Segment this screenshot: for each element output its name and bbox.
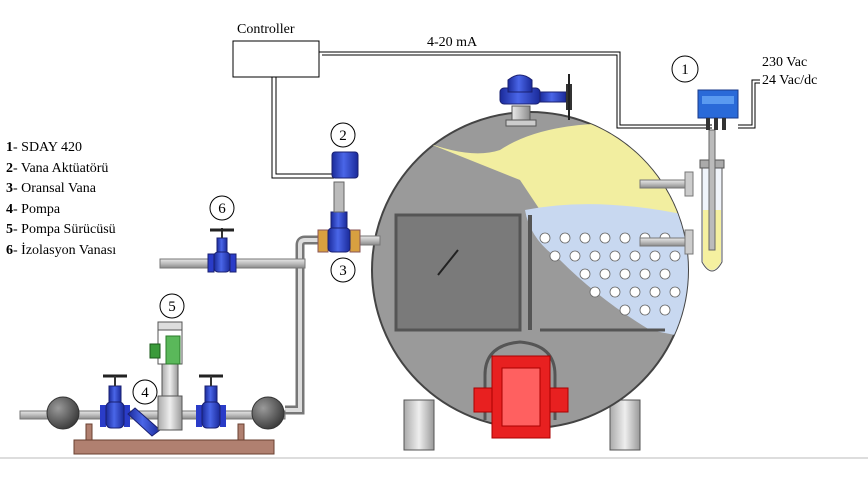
marker-1: 1 xyxy=(671,55,699,83)
burner-side-left xyxy=(473,387,493,413)
svg-text:4: 4 xyxy=(141,385,149,401)
svg-text:3: 3 xyxy=(339,263,347,279)
gauge-lower-flange xyxy=(684,229,694,255)
level-probe xyxy=(708,129,716,251)
actuator-signal-line-inner xyxy=(275,77,334,175)
signal-line-4-20ma-inner xyxy=(322,54,712,129)
gauge-upper-flange xyxy=(684,171,694,197)
steam-valve xyxy=(499,74,572,120)
boiler-inner-left xyxy=(394,213,522,332)
power-line-inner xyxy=(738,82,760,129)
water-bubbles xyxy=(539,232,681,316)
discharge-tank xyxy=(251,396,285,430)
legend-item: 1- SDAY 420 xyxy=(6,140,82,155)
legend-item: 5- Pompa Sürücüsü xyxy=(6,222,116,237)
legend-item: 2- Vana Aktüatörü xyxy=(6,160,109,176)
burner-face xyxy=(501,367,541,427)
svg-text:5: 5 xyxy=(168,299,176,315)
controller-box xyxy=(232,40,320,78)
pump-suction-valve xyxy=(100,374,130,429)
marker-4: 4 xyxy=(132,379,158,405)
pump-discharge-valve xyxy=(196,374,226,429)
suction-pipe xyxy=(19,410,286,420)
marker-2: 2 xyxy=(330,122,356,148)
suction-tank xyxy=(46,396,80,430)
svg-text:1: 1 xyxy=(681,62,689,78)
svg-text:2: 2 xyxy=(339,128,347,144)
pump-drive xyxy=(149,321,183,365)
legend-item: 4- Pompa xyxy=(6,201,61,217)
valve-actuator xyxy=(331,151,359,179)
power-label-24vdc: 24 Vac/dc xyxy=(762,73,818,88)
isolation-valve-6 xyxy=(207,228,237,273)
sday420-transmitter xyxy=(697,89,739,130)
boiler-leg-left xyxy=(403,399,435,451)
legend-item: 6- İzolasyon Vanası xyxy=(6,242,117,258)
boiler-leg-right xyxy=(609,399,641,451)
pump xyxy=(157,361,183,431)
controller-label: Controller xyxy=(237,22,295,37)
actuator-signal-line xyxy=(271,77,334,179)
power-line xyxy=(738,79,760,126)
boiler-gauge-mark xyxy=(437,249,459,276)
svg-text:6: 6 xyxy=(218,201,226,217)
legend: 1- SDAY 420 2- Vana Aktüatörü 3- Oransal… xyxy=(6,138,116,261)
legend-item: 3- Oransal Vana xyxy=(6,181,96,196)
signal-line-4-20ma xyxy=(319,51,712,126)
marker-3: 3 xyxy=(330,257,356,283)
gauge-lower-pipe xyxy=(639,237,689,247)
marker-5: 5 xyxy=(159,293,185,319)
pump-base xyxy=(73,439,275,455)
gauge-upper-pipe xyxy=(639,179,689,189)
steam-outlet-flange xyxy=(505,119,537,127)
burner-side-right xyxy=(549,387,569,413)
pump-strainer xyxy=(127,407,161,437)
proportional-valve xyxy=(317,181,361,253)
signal-label: 4-20 mA xyxy=(427,35,478,50)
inlet-pipe xyxy=(359,235,381,246)
marker-6: 6 xyxy=(209,195,235,221)
power-label-230vac: 230 Vac xyxy=(762,55,808,70)
